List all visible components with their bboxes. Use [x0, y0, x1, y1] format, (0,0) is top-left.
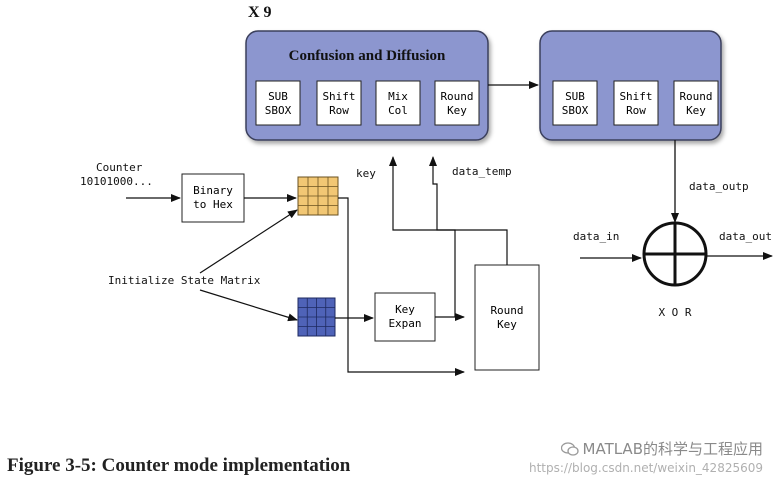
data-in-label: data_in: [573, 230, 619, 243]
round-key-box: Round Key: [474, 264, 540, 371]
final-round-key-line2: Key: [686, 104, 706, 117]
counter-label: Counter: [96, 161, 143, 174]
binary-to-hex-box: Binary to Hex: [181, 173, 245, 223]
key-matrix-grid: [297, 297, 336, 337]
shift-row-box: Shift Row: [316, 80, 362, 126]
final-shift-row-box: Shift Row: [613, 80, 659, 126]
data-outp-label: data_outp: [689, 180, 749, 193]
confusion-diffusion-title: Confusion and Diffusion: [289, 48, 446, 64]
shift-row-line2: Row: [329, 104, 349, 117]
sub-sbox-line1: SUB: [268, 90, 288, 103]
final-round-key-line1: Round: [679, 90, 712, 103]
final-shift-row-line2: Row: [626, 104, 646, 117]
state-matrix-grid: [297, 176, 339, 216]
arrow-init-to-key: [199, 289, 298, 322]
repeat-count-label: X 9: [248, 4, 272, 21]
data-out-label: data_out: [719, 230, 772, 243]
watermark-brand-text: MATLAB的科学与工程应用: [582, 440, 763, 458]
mix-col-line2: Col: [388, 104, 408, 117]
key-feedback-line: [389, 156, 456, 317]
binary-to-hex-line2: to Hex: [193, 198, 233, 211]
data-temp-line: [429, 156, 508, 265]
xor-label: X O R: [658, 306, 691, 319]
confusion-diffusion-block: Confusion and Diffusion SUB SBOX Shift R…: [245, 30, 489, 141]
final-shift-row-line1: Shift: [619, 90, 652, 103]
sub-sbox-line2: SBOX: [265, 104, 292, 117]
key-expan-line2: Expan: [388, 317, 421, 330]
key-expan-line1: Key: [395, 303, 415, 316]
figure-caption: Figure 3-5: Counter mode implementation: [7, 455, 351, 476]
arrow-init-to-state: [199, 209, 298, 274]
watermark-brand: MATLAB的科学与工程应用: [529, 438, 763, 459]
round-key-line2: Key: [497, 318, 517, 331]
watermark-url: https://blog.csdn.net/weixin_42825609: [528, 461, 763, 475]
key-signal-label: key: [356, 167, 376, 180]
final-round-block: SUB SBOX Shift Row Round Key: [539, 30, 722, 141]
final-sub-sbox-box: SUB SBOX: [552, 80, 598, 126]
data-temp-label: data_temp: [452, 165, 512, 178]
chat-bubble-icon: [560, 442, 579, 456]
watermark: MATLAB的科学与工程应用 https://blog.csdn.net/wei…: [529, 438, 763, 475]
init-state-label: Initialize State Matrix: [108, 274, 261, 287]
final-round-key-box: Round Key: [673, 80, 719, 126]
counter-value: 10101000...: [80, 175, 153, 188]
sub-sbox-box: SUB SBOX: [255, 80, 301, 126]
round-key-inner-line2: Key: [447, 104, 467, 117]
round-key-inner-line1: Round: [440, 90, 473, 103]
round-key-line1: Round: [490, 304, 523, 317]
state-to-round-key-line: [338, 197, 465, 376]
mix-col-box: Mix Col: [375, 80, 421, 126]
mix-col-line1: Mix: [388, 90, 408, 103]
final-sub-sbox-line1: SUB: [565, 90, 585, 103]
final-sub-sbox-line2: SBOX: [562, 104, 589, 117]
binary-to-hex-line1: Binary: [193, 184, 233, 197]
xor-icon: [642, 221, 708, 287]
shift-row-line1: Shift: [322, 90, 355, 103]
key-expan-box: Key Expan: [374, 292, 436, 342]
round-key-box-inner: Round Key: [434, 80, 480, 126]
